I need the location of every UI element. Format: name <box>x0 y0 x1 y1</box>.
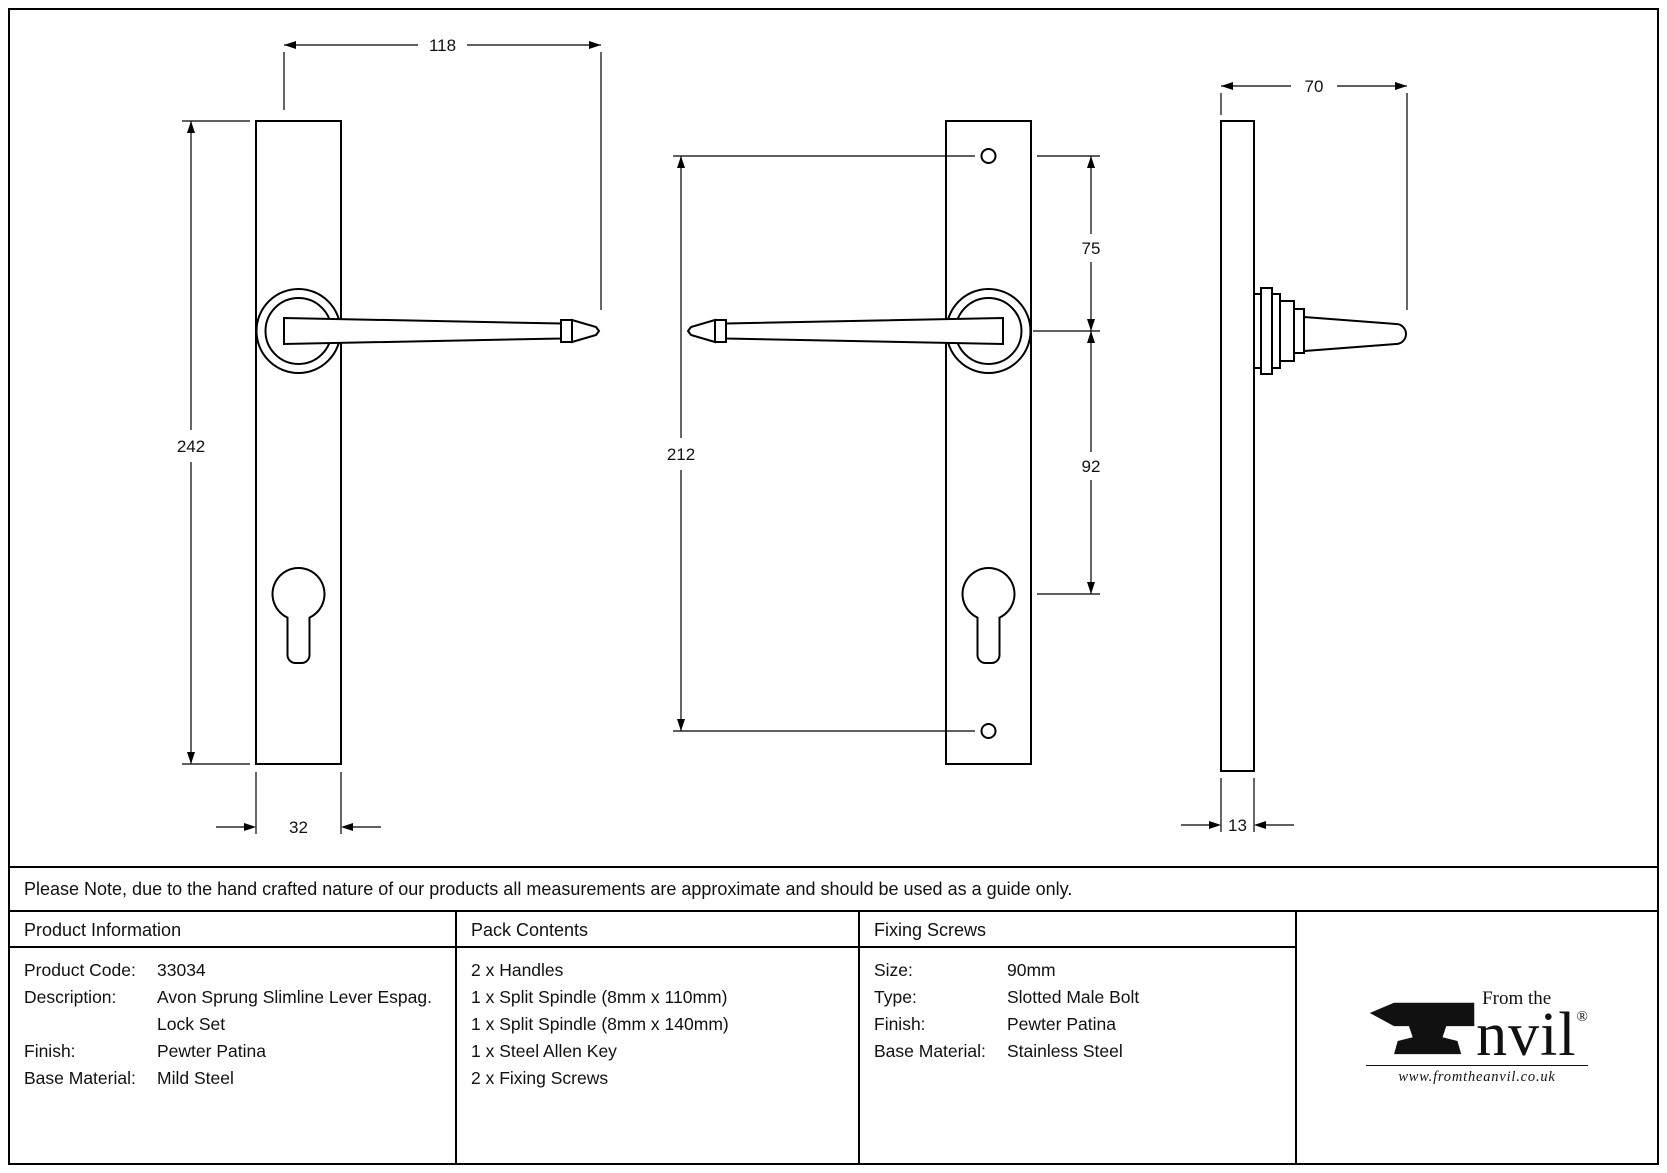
product-information-section: Product Information Product Code: 33034 … <box>10 912 457 1163</box>
product-information-header: Product Information <box>10 912 455 948</box>
dimension-label-118: 118 <box>429 36 456 55</box>
field-value: Pewter Patina <box>1007 1014 1116 1034</box>
dimension-label-75: 75 <box>1082 239 1101 258</box>
finish-row: Finish: Pewter Patina <box>24 1038 441 1065</box>
pack-item: 2 x Fixing Screws <box>471 1068 609 1088</box>
middle-view: 212 75 <box>667 120 1101 765</box>
size-row: Size: 90mm <box>874 957 1281 984</box>
side-rose-drum <box>1260 287 1273 375</box>
field-label: Product Code: <box>24 960 136 980</box>
note-text: Please Note, due to the hand crafted nat… <box>24 878 1073 899</box>
dimension-label-70: 70 <box>1305 77 1324 96</box>
dimension-32: 32 <box>216 772 381 837</box>
front-euro-keyhole <box>271 567 326 664</box>
field-value: 33034 <box>157 960 206 980</box>
dimension-212: 212 <box>667 155 975 732</box>
field-value: Mild Steel <box>157 1068 234 1088</box>
side-spring-collar <box>1279 300 1295 362</box>
side-rose-step <box>1271 293 1281 369</box>
pack-item: 1 x Split Spindle (8mm x 140mm) <box>471 1014 729 1034</box>
middle-top-screw-hole <box>980 148 997 164</box>
front-lever-finial <box>571 318 601 344</box>
field-label: Finish: <box>874 1014 926 1034</box>
middle-bottom-screw-hole <box>980 723 997 739</box>
field-label: Size: <box>874 960 913 980</box>
logo-from-the: From the <box>1482 987 1552 1009</box>
note-bar: Please Note, due to the hand crafted nat… <box>10 866 1657 910</box>
field-label: Description: <box>24 987 117 1007</box>
front-backplate <box>255 120 342 765</box>
field-label: Finish: <box>24 1041 76 1061</box>
front-lever-handle <box>283 316 562 346</box>
logo-section: From the nvil® www.fromtheanvil.co.uk <box>1297 912 1657 1163</box>
spec-sheet: 118 242 <box>8 8 1659 1165</box>
dimension-label-242: 242 <box>177 437 205 456</box>
pack-contents-section: Pack Contents 2 x Handles 1 x Split Spin… <box>457 912 860 1163</box>
field-value: Stainless Steel <box>1007 1041 1123 1061</box>
middle-lever-finial <box>686 318 716 344</box>
field-label: Type: <box>874 987 917 1007</box>
side-rose-flange <box>1253 293 1262 369</box>
field-value: Avon Sprung Slimline Lever Espag. Lock S… <box>157 987 432 1034</box>
logo-website-url: www.fromtheanvil.co.uk <box>1366 1065 1588 1086</box>
side-lever-rod <box>1303 315 1407 353</box>
logo-wordmark: nvil® <box>1476 1004 1588 1066</box>
pack-item: 1 x Split Spindle (8mm x 110mm) <box>471 987 728 1007</box>
dimension-118: 118 <box>283 36 602 310</box>
logo-wordmark-text: nvil <box>1476 1000 1577 1069</box>
fixing-screws-section: Fixing Screws Size: 90mm Type: Slotted M… <box>860 912 1297 1163</box>
type-row: Type: Slotted Male Bolt <box>874 984 1281 1011</box>
side-backplate <box>1220 120 1255 772</box>
dimension-13: 13 <box>1181 778 1294 835</box>
middle-backplate <box>945 120 1032 765</box>
pack-contents-header: Pack Contents <box>457 912 858 948</box>
technical-drawing-svg: 118 242 <box>177 36 1408 837</box>
field-label: Base Material: <box>24 1068 136 1088</box>
field-value: Slotted Male Bolt <box>1007 987 1140 1007</box>
middle-lever-collar <box>714 319 727 343</box>
anvil-icon <box>1369 1003 1475 1055</box>
registered-trademark-symbol: ® <box>1576 1008 1588 1025</box>
side-neck <box>1293 308 1305 354</box>
pack-item: 2 x Handles <box>471 960 564 980</box>
dimension-label-212: 212 <box>667 445 695 464</box>
description-row: Description: Avon Sprung Slimline Lever … <box>24 984 441 1038</box>
finish-row: Finish: Pewter Patina <box>874 1011 1281 1038</box>
info-table: Product Information Product Code: 33034 … <box>10 910 1657 1163</box>
dimension-75: 75 <box>1033 155 1101 332</box>
middle-euro-keyhole <box>961 567 1016 664</box>
field-value: 90mm <box>1007 960 1056 980</box>
field-value: Pewter Patina <box>157 1041 266 1061</box>
dimension-242: 242 <box>177 120 250 765</box>
technical-drawing-area: 118 242 <box>10 10 1657 866</box>
side-view: 70 13 <box>1181 77 1408 835</box>
fixing-screws-header: Fixing Screws <box>860 912 1295 948</box>
product-code-row: Product Code: 33034 <box>24 957 441 984</box>
pack-item: 1 x Steel Allen Key <box>471 1041 617 1061</box>
front-view: 118 242 <box>177 36 602 837</box>
dimension-label-32: 32 <box>289 818 308 837</box>
dimension-label-92: 92 <box>1082 457 1101 476</box>
base-material-row: Base Material: Mild Steel <box>24 1065 441 1092</box>
dimension-label-13: 13 <box>1228 816 1247 835</box>
dimension-70: 70 <box>1220 77 1408 310</box>
middle-lever-handle <box>725 316 1004 346</box>
dimension-92: 92 <box>1037 331 1101 595</box>
brand-logo: From the nvil® www.fromtheanvil.co.uk <box>1366 989 1588 1087</box>
front-lever-collar <box>560 319 573 343</box>
base-material-row: Base Material: Stainless Steel <box>874 1038 1281 1065</box>
field-label: Base Material: <box>874 1041 986 1061</box>
